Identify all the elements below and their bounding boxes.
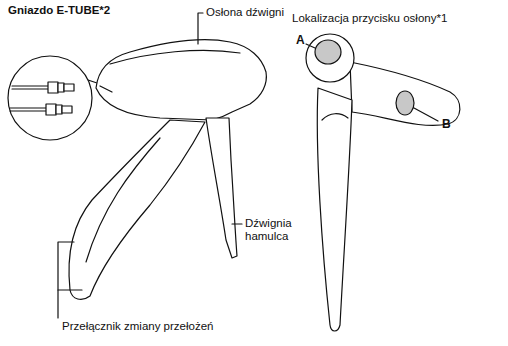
shift-switch bbox=[69, 120, 205, 299]
button-a bbox=[315, 40, 341, 64]
brake-lever bbox=[206, 118, 237, 258]
connector-label: Gniazdo E-TUBE*2 bbox=[8, 4, 110, 17]
hood-front-flare bbox=[350, 62, 460, 125]
hood-edge bbox=[110, 50, 240, 64]
leader-line bbox=[198, 13, 203, 44]
part-name: Osłona dźwigni bbox=[206, 6, 284, 19]
lever-hood bbox=[96, 40, 266, 120]
callout-letter: A bbox=[296, 34, 305, 47]
location-note: Lokalizacja przycisku osłony*1 bbox=[292, 12, 447, 25]
port-mark bbox=[100, 86, 112, 92]
inset-circle bbox=[8, 56, 92, 140]
part-name: Przełącznik zmiany przełożeń bbox=[62, 320, 213, 333]
leader-line bbox=[414, 108, 438, 121]
callout-letter: B bbox=[442, 118, 451, 131]
bracket-line bbox=[58, 289, 82, 290]
shift-switch-edge bbox=[86, 138, 160, 262]
lever-front-edge bbox=[322, 114, 348, 120]
leader-line bbox=[306, 44, 315, 48]
leader-line bbox=[232, 223, 242, 224]
bracket-line bbox=[58, 242, 74, 318]
part-name: Dźwignia hamulca bbox=[245, 217, 311, 243]
lever-front bbox=[317, 88, 352, 331]
etube-cables bbox=[10, 82, 74, 115]
button-b bbox=[396, 91, 414, 115]
hood-head bbox=[306, 34, 354, 82]
